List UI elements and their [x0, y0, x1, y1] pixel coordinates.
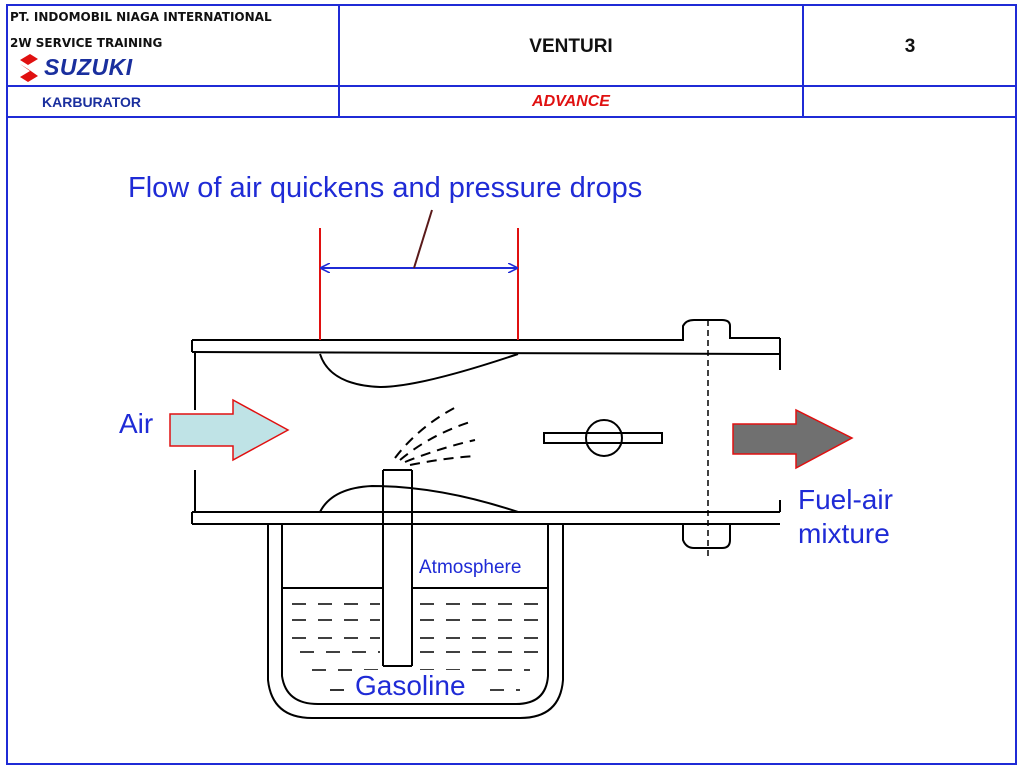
gasoline-label: Gasoline [353, 670, 468, 702]
suzuki-logo: SUZUKI [16, 54, 162, 82]
fuel-spray [394, 404, 476, 466]
air-inlet-arrow [169, 398, 290, 462]
company-name: PT. INDOMOBIL NIAGA INTERNATIONAL [10, 10, 272, 24]
header-bottom-divider [6, 116, 1017, 118]
atmosphere-label: Atmosphere [419, 557, 522, 579]
mixture-outlet-arrow [732, 408, 854, 470]
header-col-divider-2 [802, 4, 804, 117]
slide-frame [6, 4, 1017, 765]
suzuki-s-icon [20, 54, 38, 82]
caption-leader-line [413, 209, 433, 269]
level-label: ADVANCE [532, 93, 610, 110]
fuel-air-label-line2: mixture [798, 518, 890, 549]
carburetor-body [191, 319, 781, 719]
header-divider [6, 85, 1017, 87]
brand-wordmark: SUZUKI [44, 54, 133, 80]
header-col-divider-1 [338, 4, 340, 117]
fuel-air-label-line1: Fuel-air [798, 484, 893, 515]
air-label: Air [119, 408, 154, 439]
venturi-caption: Flow of air quickens and pressure drops [128, 172, 643, 204]
fuel-air-mixture-label: Fuel-air mixture [798, 483, 893, 551]
subject-label: KARBURATOR [42, 94, 142, 110]
training-name: 2W SERVICE TRAINING [10, 36, 163, 50]
page-number: 3 [904, 36, 916, 57]
page-title: VENTURI [529, 36, 613, 57]
